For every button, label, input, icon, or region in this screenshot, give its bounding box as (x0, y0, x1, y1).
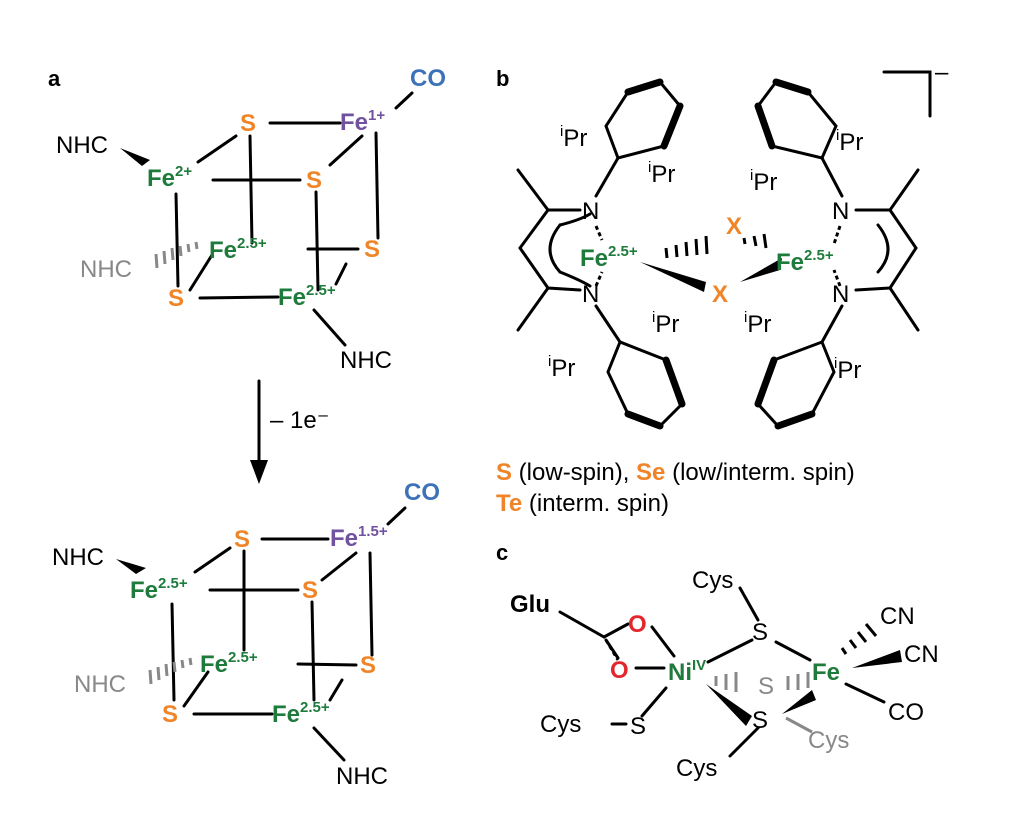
sulfur-atom: S (360, 652, 376, 679)
arrow-label: – 1e⁻ (270, 407, 329, 434)
fe-atom: Fe2.5+ (209, 235, 267, 264)
isopropyl-label: iPr (836, 127, 863, 156)
nife-active-site: Glu O O NiIV Fe S S S S Cys Cys Cys Cys … (510, 567, 939, 782)
nhc-label: NHC (74, 671, 126, 698)
co-ligand: CO (888, 699, 924, 726)
sulfur-atom: S (302, 577, 318, 604)
nhc-label: NHC (80, 256, 132, 283)
sulfur-atom: S (364, 236, 380, 263)
bridging-atom: X (726, 213, 742, 240)
cube-top: NHC Fe2+ S Fe1+ CO S NHC Fe2.5+ S S Fe2.… (56, 65, 446, 374)
isopropyl-label: iPr (548, 353, 575, 382)
isopropyl-label: iPr (652, 309, 679, 338)
fe-atom: Fe1+ (340, 107, 385, 136)
co-ligand: CO (410, 65, 446, 92)
cube-bottom: NHC Fe2.5+ S Fe1.5+ CO S NHC Fe2.5+ S S … (52, 479, 440, 790)
diiron-complex: – N N N N (516, 59, 949, 430)
glutamate-label: Glu (510, 591, 550, 618)
cysteine-label: Cys (808, 727, 849, 754)
nitrogen-atom: N (582, 198, 599, 225)
sulfur-atom: S (306, 167, 322, 194)
spin-legend-line-1: S (low-spin), Se (low/interm. spin) (496, 459, 855, 486)
nhc-label: NHC (52, 544, 104, 571)
cysteine-label: Cys (676, 755, 717, 782)
panel-label-a: a (48, 66, 61, 91)
sulfur-atom: S (234, 526, 250, 553)
nhc-label: NHC (56, 132, 108, 159)
cysteine-label: Cys (540, 711, 581, 738)
oxygen-atom: O (628, 611, 647, 638)
sulfur-atom: S (630, 713, 646, 740)
sulfur-atom: S (240, 110, 256, 137)
nitrogen-atom: N (832, 281, 849, 308)
fe-atom: Fe2.5+ (580, 243, 638, 272)
nitrogen-atom: N (832, 198, 849, 225)
isopropyl-label: iPr (744, 309, 771, 338)
cyanide-ligand: CN (880, 603, 915, 630)
isopropyl-label: iPr (648, 159, 675, 188)
sulfur-atom: S (752, 707, 768, 734)
panel-label-c: c (496, 540, 508, 565)
fe-atom: Fe2+ (147, 163, 192, 192)
fe-atom: Fe2.5+ (130, 575, 188, 604)
fe-atom: Fe2.5+ (272, 699, 330, 728)
oxygen-atom: O (610, 657, 629, 684)
oxidation-arrow: – 1e⁻ (250, 379, 329, 484)
nhc-label: NHC (336, 763, 388, 790)
sulfur-atom: S (168, 285, 184, 312)
co-ligand: CO (404, 479, 440, 506)
panel-label-b: b (496, 66, 509, 91)
spin-legend-line-2: Te (interm. spin) (496, 490, 669, 517)
isopropyl-label: iPr (750, 167, 777, 196)
fe-atom: Fe2.5+ (200, 649, 258, 678)
fe-atom: Fe2.5+ (776, 247, 834, 276)
fe-atom: Fe1.5+ (330, 523, 388, 552)
bridging-atom: X (712, 281, 728, 308)
isopropyl-label: iPr (560, 123, 587, 152)
sulfur-atom: S (758, 673, 774, 700)
ni-atom: NiIV (668, 657, 706, 686)
nhc-label: NHC (340, 347, 392, 374)
cyanide-ligand: CN (904, 641, 939, 668)
fe-atom: Fe2.5+ (278, 282, 336, 311)
fe-atom: Fe (812, 659, 840, 686)
complex-charge: – (935, 59, 949, 86)
cysteine-label: Cys (692, 567, 733, 594)
isopropyl-label: iPr (834, 355, 861, 384)
nitrogen-atom: N (582, 281, 599, 308)
sulfur-atom: S (162, 701, 178, 728)
sulfur-atom: S (752, 619, 768, 646)
